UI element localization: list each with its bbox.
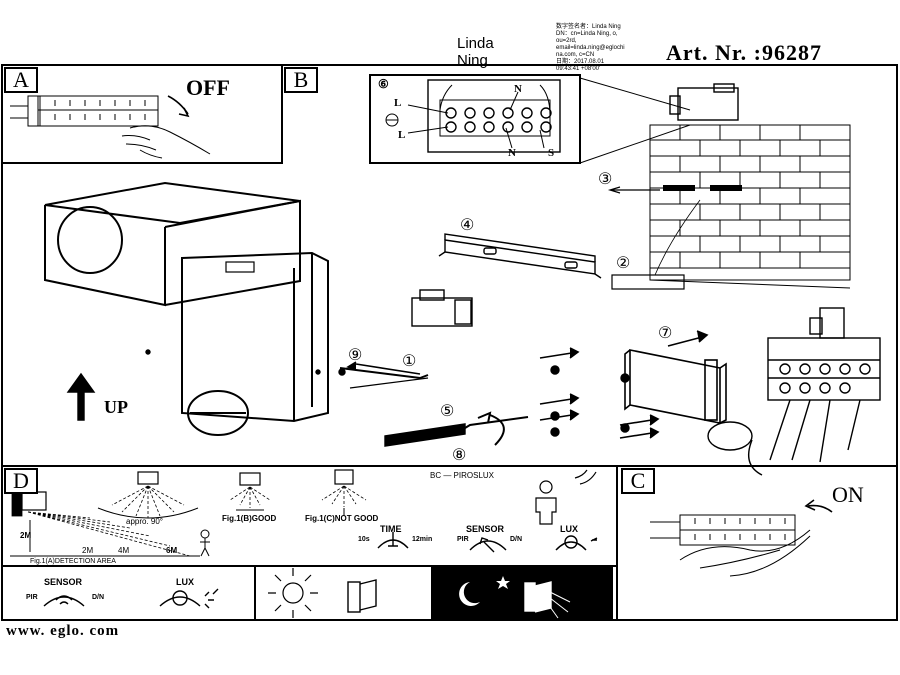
time-knob xyxy=(377,532,409,549)
time-max: 12min xyxy=(412,536,433,543)
distance-6m: 6M xyxy=(166,546,178,555)
signer-name-line1: Linda xyxy=(457,35,494,52)
wall-anchor-2 xyxy=(710,185,742,191)
bottom-lux-label: LUX xyxy=(176,577,194,587)
panel-a-off-label: OFF xyxy=(186,75,230,100)
terminal-label-l2: L xyxy=(398,129,406,141)
terminal-label-l1: L xyxy=(394,97,402,109)
panel-d-title: BC — PIROSLUX xyxy=(430,471,495,480)
panel-a-hand xyxy=(121,95,211,159)
distance-2m: 2M xyxy=(82,546,94,555)
detection-area-diagram xyxy=(10,489,210,557)
panel-a-switch xyxy=(10,95,159,127)
fig-b-caption: Fig.1(B)GOOD xyxy=(222,514,277,523)
up-arrow-icon xyxy=(66,372,96,421)
terminal-holder xyxy=(411,289,473,327)
lamp-night-icon xyxy=(524,581,571,619)
panel-c-switch xyxy=(650,514,796,546)
panel-d-letter: D xyxy=(4,468,38,494)
lamp-body xyxy=(44,181,329,436)
step-8: ⑧ xyxy=(452,447,467,464)
bottom-lux-knob xyxy=(159,588,219,609)
time-min: 10s xyxy=(358,536,370,543)
brick-wall xyxy=(649,124,851,289)
step-9: ⑨ xyxy=(348,347,363,364)
sun-icon xyxy=(268,568,318,618)
distance-4m: 4M xyxy=(118,546,130,555)
moon-icon xyxy=(459,576,510,606)
wire-detail xyxy=(707,421,753,451)
fig-c-caption: Fig.1(C)NOT GOOD xyxy=(305,514,379,523)
sensor-label: SENSOR xyxy=(466,524,505,534)
time-label: TIME xyxy=(380,524,402,534)
step-4: ④ xyxy=(460,217,475,234)
article-number: Art. Nr. :96287 xyxy=(666,40,822,65)
step-5: ⑤ xyxy=(440,403,455,420)
panel-a-letter: A xyxy=(4,67,38,93)
panel-c-letter: C xyxy=(621,468,655,494)
step-3: ③ xyxy=(598,171,613,188)
sensor-cone-not-good xyxy=(321,469,367,516)
angle-label: appro. 90° xyxy=(126,517,164,526)
fig-a-caption: Fig.1(A)DETECTION AREA xyxy=(30,558,116,565)
wired-terminal-block xyxy=(748,307,881,476)
wall-plug xyxy=(611,274,685,290)
lamp-day-icon xyxy=(347,579,377,613)
hex-key xyxy=(339,367,429,380)
terminal-circle-6: ⑥ xyxy=(378,77,389,91)
junction-box xyxy=(624,349,727,424)
terminal-label-s: S xyxy=(548,147,555,159)
sensor-cone-good xyxy=(229,472,271,511)
step-2: ② xyxy=(616,255,631,272)
bottom-sensor-label: SENSOR xyxy=(44,577,83,587)
panel-a-frame xyxy=(1,64,283,164)
footer-website[interactable]: www. eglo. com xyxy=(6,623,120,639)
bottom-sensor-knob xyxy=(43,595,85,607)
lux-label: LUX xyxy=(560,524,578,534)
terminal-label-n2: N xyxy=(508,147,516,159)
screw-arrows xyxy=(346,330,709,439)
panel-c-hand xyxy=(679,499,833,577)
lux-knob xyxy=(555,535,598,551)
connector-small xyxy=(669,83,739,121)
height-label: 2M xyxy=(20,531,32,540)
wall-anchor-1 xyxy=(663,185,695,191)
panel-b-letter: B xyxy=(284,67,318,93)
terminal-label-n1: N xyxy=(514,83,522,95)
terminal-block-inset xyxy=(369,74,581,164)
bottom-sensor-pir: PIR xyxy=(26,594,38,601)
bottom-sensor-dn: D/N xyxy=(92,594,105,601)
digital-signature: 数字签名者：Linda Ning DN：cn=Linda Ning, o, ou… xyxy=(556,24,625,72)
outer-frame xyxy=(1,64,898,621)
person-icon xyxy=(535,480,557,525)
panel-c-on-label: ON xyxy=(832,482,864,507)
step-1: ① xyxy=(402,353,417,370)
sensor-cone-main xyxy=(97,471,199,519)
sensor-knob xyxy=(469,537,507,553)
sensor-pir: PIR xyxy=(457,536,469,543)
step-7: ⑦ xyxy=(658,325,673,342)
sensor-dn: D/N xyxy=(510,536,523,543)
up-label: UP xyxy=(104,397,128,417)
mounting-bracket xyxy=(438,233,602,279)
signer-name-line2: Ning xyxy=(457,52,488,69)
